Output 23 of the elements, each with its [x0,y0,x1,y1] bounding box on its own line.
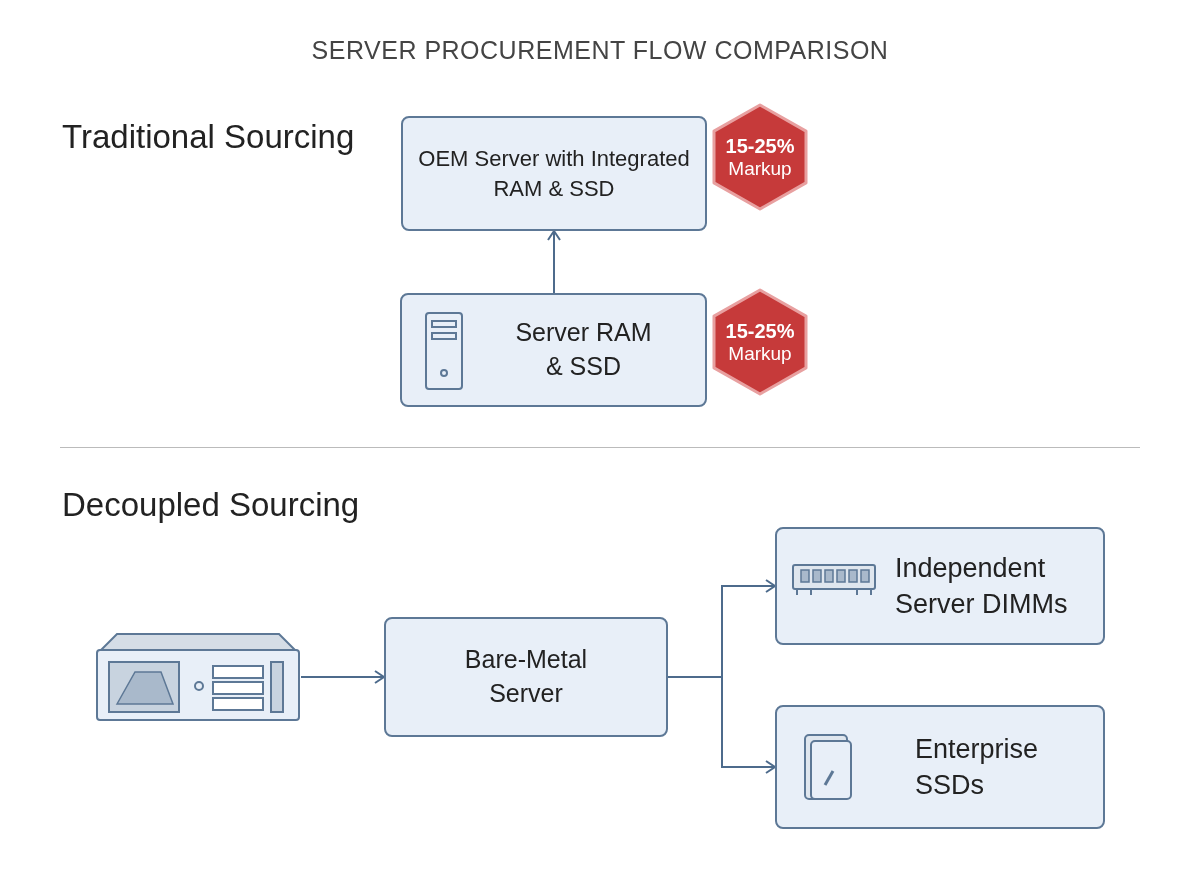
badge-label: 15-25% [725,133,795,158]
badge-label: 15-25% [725,318,795,343]
node-label: Independent Server DIMMs [895,551,1069,621]
process-box [384,617,668,737]
node-label: Server RAM & SSD [514,317,653,382]
diagram-title: SERVER PROCUREMENT FLOW COMPARISON [310,36,890,65]
node-label: OEM Server with Integrated RAM & SSD [417,144,691,203]
process-box [775,527,1105,645]
section-heading: Decoupled Sourcing [62,486,360,524]
process-box [775,705,1105,829]
process-box [401,116,707,231]
badge-label: Markup [728,342,792,366]
arrow [667,676,776,774]
section-heading: Traditional Sourcing [62,118,355,156]
server-drawing [95,632,301,722]
node-label: Bare-Metal Server [463,644,589,709]
markup-badge [710,103,810,211]
arrow [300,670,385,684]
process-box [400,293,707,407]
arrow [547,230,561,294]
badge-label: Markup [728,157,792,181]
node-label: Enterprise SSDs [915,732,1040,802]
markup-badge [710,288,810,396]
